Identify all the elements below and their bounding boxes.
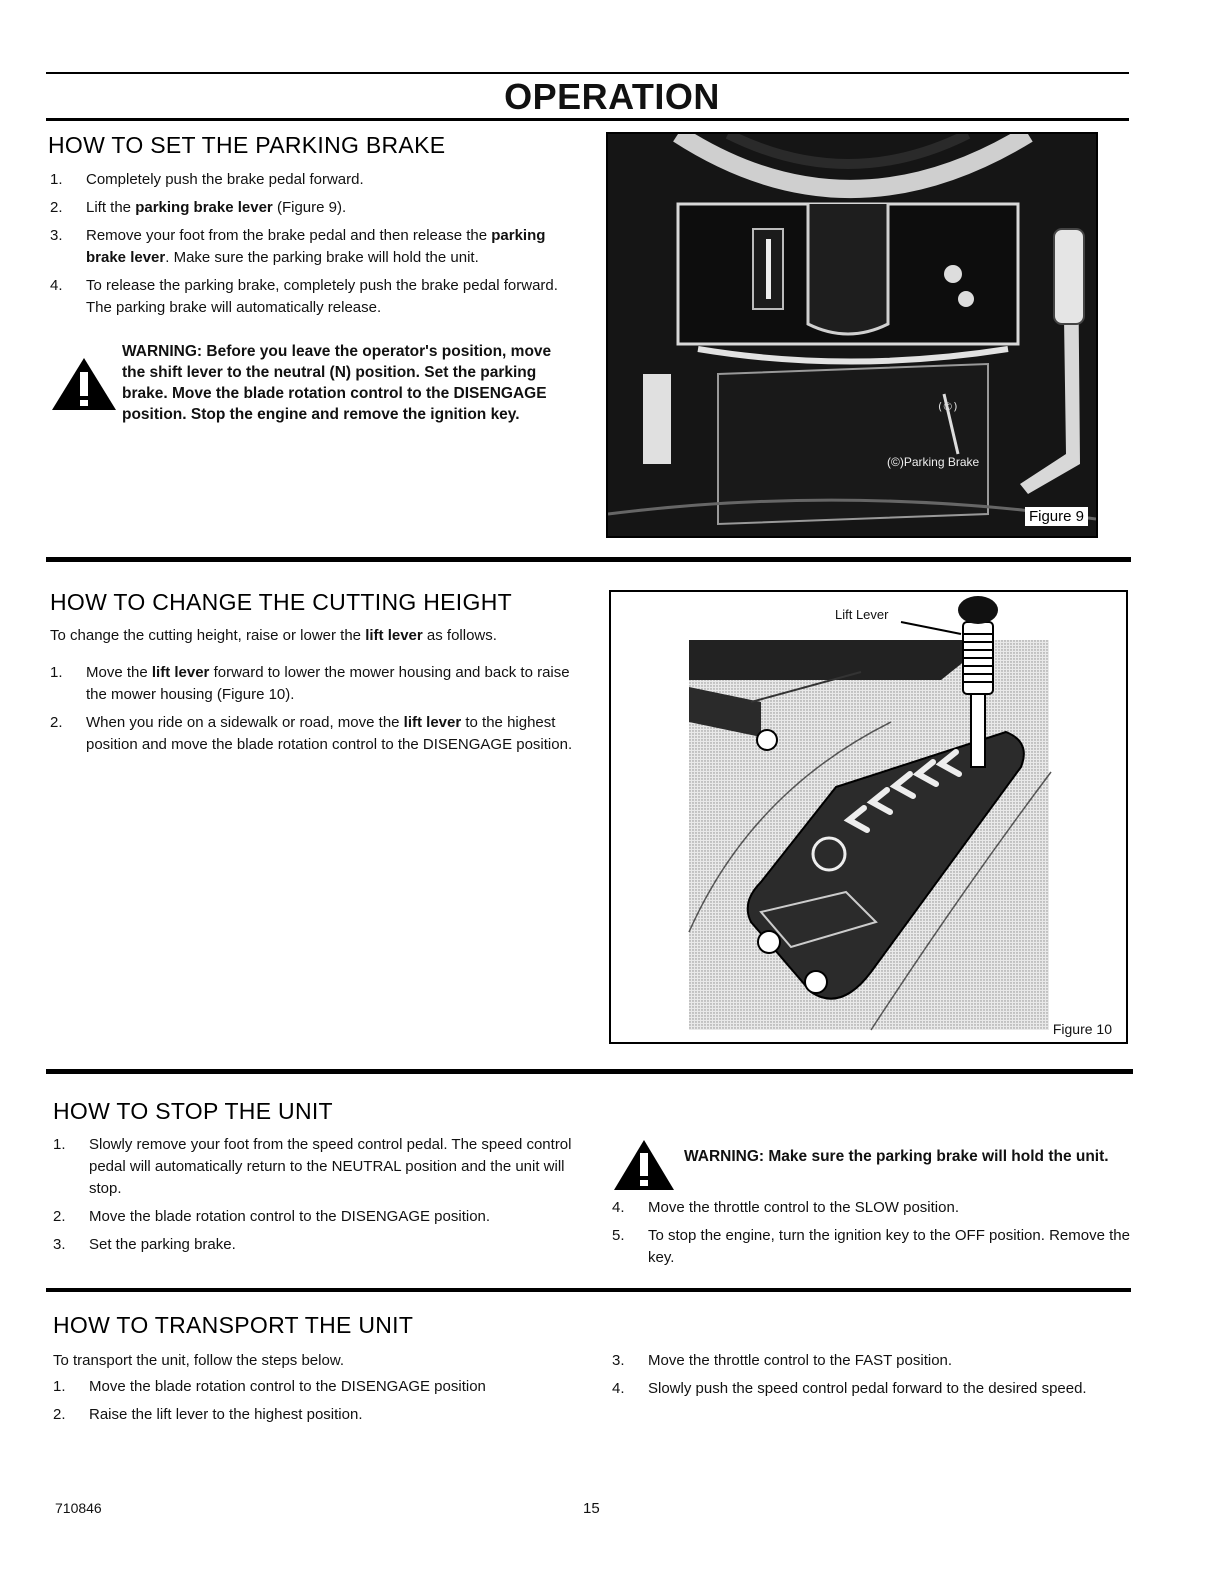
text-run: Lift the: [86, 199, 136, 216]
step-number: 1.: [53, 1378, 66, 1395]
section-divider-2: [46, 1069, 1133, 1074]
text-run: Set the parking brake.: [89, 1236, 236, 1253]
cutting-height-intro: To change the cutting height, raise or l…: [50, 625, 575, 647]
step-number: 4.: [612, 1199, 625, 1216]
text-run: Slowly push the speed control pedal forw…: [648, 1380, 1087, 1397]
figure-10-label: Figure 10: [1048, 1020, 1116, 1038]
stop-unit-steps-left: 1. Slowly remove your foot from the speed…: [53, 1134, 575, 1262]
step-number: 1.: [53, 1136, 66, 1153]
step-number: 2.: [50, 714, 63, 731]
text-run: To stop the engine, turn the ignition ke…: [648, 1227, 1130, 1266]
text-run: as follows.: [422, 627, 497, 644]
heading-parking-brake: HOW TO SET THE PARKING BRAKE: [48, 132, 446, 158]
parking-brake-dashboard-illustration: (©): [608, 134, 1096, 536]
figure-10-drawing: Lift Lever Figure 10: [609, 590, 1128, 1044]
text-run: . Make sure the parking brake will hold …: [165, 249, 479, 266]
list-item: 3. Move the throttle control to the FAST …: [612, 1350, 1132, 1372]
step-number: 3.: [53, 1236, 66, 1253]
bold-term: parking brake lever: [135, 199, 273, 216]
title-underline: [46, 118, 1129, 121]
list-item: 1. Slowly remove your foot from the speed…: [53, 1134, 575, 1200]
figure-9-label: Figure 9: [1024, 507, 1088, 526]
lift-lever-callout: Lift Lever: [835, 607, 889, 622]
bold-term: lift lever: [403, 714, 462, 731]
page-title: OPERATION: [504, 76, 720, 117]
text-run: To release the parking brake, completely…: [86, 277, 558, 316]
bold-term: lift lever: [365, 627, 423, 644]
list-item: 1. Move the lift lever forward to lower t…: [50, 662, 574, 706]
step-number: 2.: [50, 199, 63, 216]
text-run: (Figure 9).: [272, 199, 347, 216]
text-run: Move the throttle control to the FAST po…: [648, 1352, 953, 1369]
top-rule: [46, 72, 1129, 74]
heading-transport-unit: HOW TO TRANSPORT THE UNIT: [53, 1312, 414, 1338]
cutting-height-steps: 1. Move the lift lever forward to lower t…: [50, 662, 574, 762]
warning-triangle-icon: [614, 1140, 674, 1190]
step-number: 4.: [612, 1380, 625, 1397]
warning-triangle-icon: [52, 358, 116, 410]
text-run: Raise the lift lever to the highest posi…: [89, 1406, 363, 1423]
step-number: 2.: [53, 1208, 66, 1225]
parking-brake-warning: WARNING: Before you leave the operator's…: [122, 343, 552, 423]
lift-lever-illustration: [688, 596, 1052, 1031]
bold-term: lift lever: [151, 664, 210, 681]
transport-unit-steps-right: 3. Move the throttle control to the FAST …: [612, 1350, 1132, 1406]
list-item: 4. Move the throttle control to the SLOW …: [612, 1197, 1132, 1219]
list-item: 5. To stop the engine, turn the ignition …: [612, 1225, 1132, 1269]
parking-brake-steps: 1. Completely push the brake pedal forwar…: [50, 169, 572, 325]
heading-stop-unit: HOW TO STOP THE UNIT: [53, 1098, 333, 1124]
text-run: Move the blade rotation control to the D…: [89, 1378, 486, 1395]
transport-unit-intro: To transport the unit, follow the steps …: [53, 1352, 344, 1369]
text-run: Completely push the brake pedal forward.: [86, 171, 364, 188]
section-divider-1: [46, 557, 1131, 562]
list-item: 2. When you ride on a sidewalk or road, m…: [50, 712, 574, 756]
list-item: 3. Remove your foot from the brake pedal …: [50, 225, 572, 269]
stop-unit-steps-right: 4. Move the throttle control to the SLOW …: [612, 1197, 1132, 1275]
list-item: 2. Raise the lift lever to the highest po…: [53, 1404, 573, 1426]
step-number: 5.: [612, 1227, 625, 1244]
figure-9-photo: (©) (©)Parking Brake Figure 9: [606, 132, 1098, 538]
list-item: 2. Move the blade rotation control to the…: [53, 1206, 575, 1228]
stop-unit-warning: WARNING: Make sure the parking brake wil…: [684, 1148, 1109, 1165]
text-run: Slowly remove your foot from the speed c…: [89, 1136, 572, 1197]
transport-unit-steps-left: 1. Move the blade rotation control to the…: [53, 1376, 573, 1432]
bold-term: parking brake lever: [86, 227, 546, 266]
step-number: 3.: [612, 1352, 625, 1369]
list-item: 3. Set the parking brake.: [53, 1234, 575, 1256]
text-run: Move the: [86, 664, 152, 681]
heading-cutting-height: HOW TO CHANGE THE CUTTING HEIGHT: [50, 589, 512, 615]
list-item: 4. To release the parking brake, complete…: [50, 275, 572, 319]
text-run: to the highest position and move the bla…: [86, 714, 573, 753]
text-run: Remove your foot from the brake pedal an…: [86, 227, 492, 244]
text-run: Move the blade rotation control to the D…: [89, 1208, 491, 1225]
section-divider-3: [46, 1288, 1131, 1292]
text-run: When you ride on a sidewalk or road, mov…: [86, 714, 404, 731]
list-item: 4. Slowly push the speed control pedal fo…: [612, 1378, 1132, 1400]
figure-9-caption: (©)Parking Brake: [887, 455, 980, 469]
text-run: Move the throttle control to the SLOW po…: [648, 1199, 959, 1216]
step-number: 2.: [53, 1406, 66, 1423]
step-number: 3.: [50, 227, 63, 244]
list-item: 1. Completely push the brake pedal forwar…: [50, 169, 572, 191]
list-item: 2. Lift the parking brake lever (Figure 9…: [50, 197, 572, 219]
page-number: 15: [583, 1500, 600, 1517]
text-run: To change the cutting height, raise or l…: [50, 627, 366, 644]
svg-text:(©): (©): [938, 400, 958, 413]
step-number: 4.: [50, 277, 63, 294]
list-item: 1. Move the blade rotation control to the…: [53, 1376, 573, 1398]
step-number: 1.: [50, 171, 63, 188]
text-run: forward to lower the mower housing and b…: [86, 664, 570, 703]
document-number: 710846: [55, 1500, 102, 1516]
step-number: 1.: [50, 664, 63, 681]
